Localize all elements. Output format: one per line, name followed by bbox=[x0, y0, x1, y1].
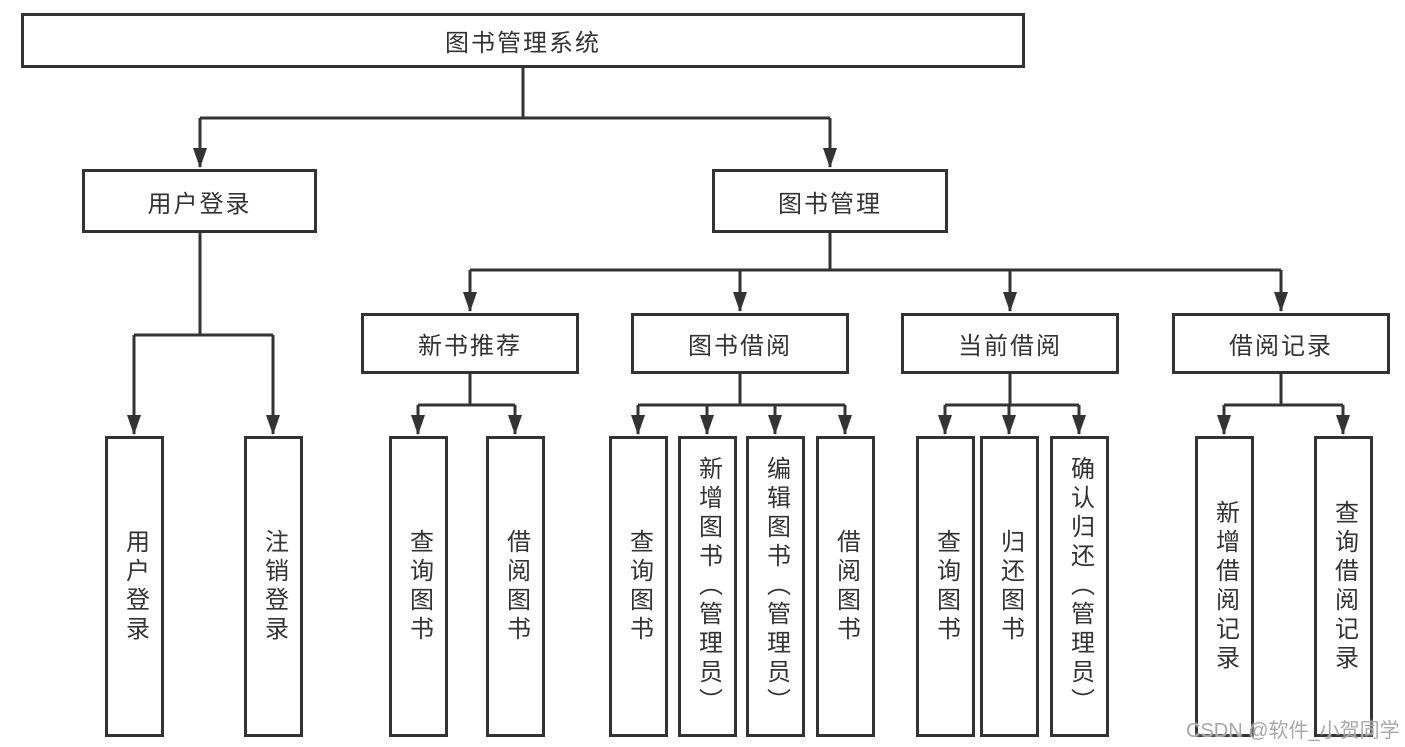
leaf-cb-return-books: 归还图书 bbox=[980, 436, 1039, 737]
node-new-book-recommend: 新书推荐 bbox=[361, 313, 579, 374]
connector-skeleton bbox=[134, 68, 1343, 407]
leaf-nb-query-books: 查询图书 bbox=[389, 436, 448, 737]
leaf-bb-borrow-books: 借阅图书 bbox=[816, 436, 875, 737]
leaf-br-query-record: 查询借阅记录 bbox=[1314, 436, 1373, 737]
node-label: 图书借阅 bbox=[688, 333, 792, 360]
node-label: 新书推荐 bbox=[418, 333, 522, 360]
leaf-bb-edit-books-admin: 编辑图书（管理员） bbox=[746, 436, 805, 737]
node-label: 确认归还（管理员） bbox=[1066, 456, 1094, 717]
node-book-management: 图书管理 bbox=[712, 169, 948, 233]
node-label: 查询借阅记录 bbox=[1330, 499, 1358, 674]
node-label: 新增图书（管理员） bbox=[694, 456, 722, 717]
node-label: 用户登录 bbox=[121, 528, 149, 645]
node-label: 借阅记录 bbox=[1229, 333, 1333, 360]
node-label: 当前借阅 bbox=[958, 333, 1062, 360]
leaf-br-add-record: 新增借阅记录 bbox=[1195, 436, 1254, 737]
node-label: 图书管理 bbox=[778, 190, 882, 218]
leaf-logout: 注销登录 bbox=[244, 436, 303, 737]
node-label: 图书管理系统 bbox=[445, 30, 601, 57]
csdn-watermark: CSDN @软件_小贺同学 bbox=[1186, 720, 1400, 742]
node-label: 注销登录 bbox=[260, 528, 288, 645]
node-label: 用户登录 bbox=[147, 190, 252, 218]
node-library-management-system: 图书管理系统 bbox=[21, 13, 1025, 68]
node-label: 查询图书 bbox=[405, 528, 433, 645]
node-current-borrow: 当前借阅 bbox=[901, 313, 1119, 374]
leaf-nb-borrow-books: 借阅图书 bbox=[486, 436, 545, 737]
leaf-cb-query-books: 查询图书 bbox=[916, 436, 975, 737]
leaf-bb-add-books-admin: 新增图书（管理员） bbox=[678, 436, 737, 737]
node-label: 借阅图书 bbox=[832, 528, 860, 645]
node-label: 编辑图书（管理员） bbox=[762, 456, 790, 717]
node-borrow-records: 借阅记录 bbox=[1172, 313, 1390, 374]
node-label: 归还图书 bbox=[996, 528, 1024, 645]
node-book-borrow: 图书借阅 bbox=[631, 313, 849, 374]
leaf-cb-confirm-return-admin: 确认归还（管理员） bbox=[1050, 436, 1109, 737]
leaf-user-login: 用户登录 bbox=[105, 436, 164, 737]
node-user-login: 用户登录 bbox=[82, 169, 317, 233]
leaf-bb-query-books: 查询图书 bbox=[609, 436, 668, 737]
node-label: 借阅图书 bbox=[502, 528, 530, 645]
node-label: 查询图书 bbox=[932, 528, 960, 645]
node-label: 查询图书 bbox=[625, 528, 653, 645]
node-label: 新增借阅记录 bbox=[1211, 499, 1239, 674]
